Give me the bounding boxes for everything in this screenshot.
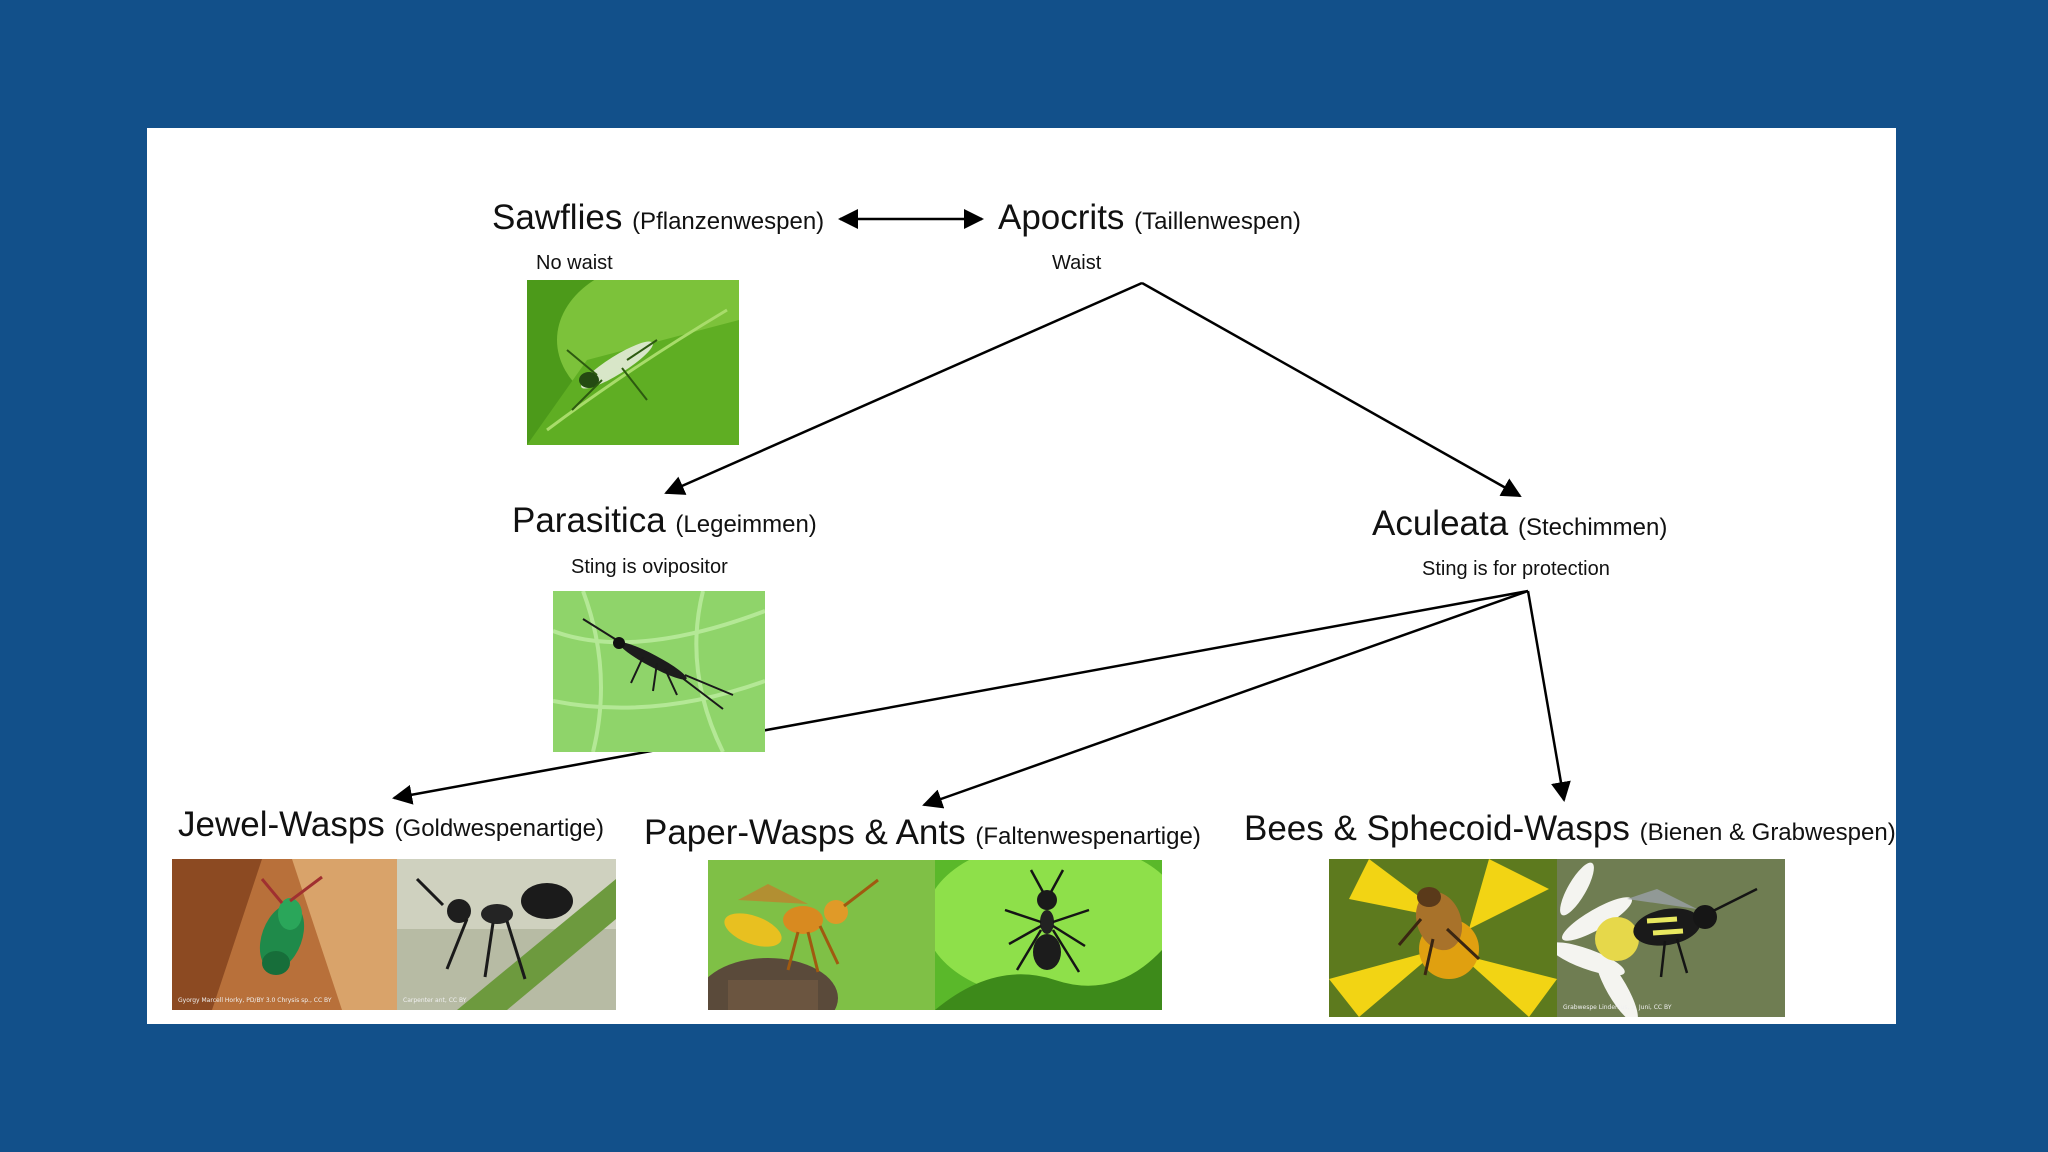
aculeata-german: (Stechimmen)	[1517, 514, 1668, 541]
aculeata-name: Aculeata	[1372, 504, 1509, 543]
honeybee-photo	[1329, 859, 1557, 1017]
paper-wasp-photo	[708, 860, 935, 1010]
sphecoid-wasp-credit: Grabwespe Lindenius, 2. Juni, CC BY	[1563, 1004, 1672, 1011]
aculeata-node: Aculeata (Stechimmen)	[1372, 502, 1667, 550]
cuckoo-wasp-photo: Gyorgy Marcell Horky, PD/BY 3.0 Chrysis …	[172, 859, 397, 1010]
bees-node: Bees & Sphecoid-Wasps (Bienen & Grabwesp…	[1244, 807, 1896, 855]
parasitica-node: Parasitica (Legeimmen)	[512, 499, 817, 547]
ant-photo-1-credit: Carpenter ant, CC BY	[403, 997, 467, 1004]
parasitica-german: (Legeimmen)	[675, 511, 817, 538]
ant-photo-2	[935, 860, 1162, 1010]
sawflies-german: (Pflanzenwespen)	[632, 208, 825, 235]
bees-german: (Bienen & Grabwespen)	[1639, 819, 1896, 846]
jewel-wasps-german: (Goldwespenartige)	[394, 815, 604, 842]
parasitica-trait: Sting is ovipositor	[571, 556, 728, 578]
apocrits-trait: Waist	[1052, 252, 1102, 274]
apocrits-name: Apocrits	[998, 198, 1125, 237]
parasitoid-photo	[553, 591, 765, 752]
bees-name: Bees & Sphecoid-Wasps	[1244, 809, 1630, 848]
jewel-wasps-node: Jewel-Wasps (Goldwespenartige)	[178, 803, 604, 851]
jewel-wasps-name: Jewel-Wasps	[178, 805, 385, 844]
apocrits-node: Apocrits (Taillenwespen)	[998, 196, 1301, 244]
sawflies-trait: No waist	[536, 252, 613, 274]
sawflies-node: Sawflies (Pflanzenwespen)	[492, 196, 824, 244]
paper-wasps-german: (Faltenwespenartige)	[975, 823, 1201, 850]
parasitica-name: Parasitica	[512, 501, 666, 540]
ant-photo-1: Carpenter ant, CC BY	[397, 859, 616, 1010]
sawfly-photo	[527, 280, 739, 445]
paper-wasps-node: Paper-Wasps & Ants (Faltenwespenartige)	[644, 811, 1201, 859]
cuckoo-wasp-credit: Gyorgy Marcell Horky, PD/BY 3.0 Chrysis …	[178, 997, 332, 1004]
paper-wasps-name: Paper-Wasps & Ants	[644, 813, 966, 852]
sawflies-name: Sawflies	[492, 198, 623, 237]
sphecoid-wasp-photo: Grabwespe Lindenius, 2. Juni, CC BY	[1557, 859, 1785, 1017]
aculeata-trait: Sting is for protection	[1422, 558, 1610, 580]
apocrits-german: (Taillenwespen)	[1134, 208, 1301, 235]
